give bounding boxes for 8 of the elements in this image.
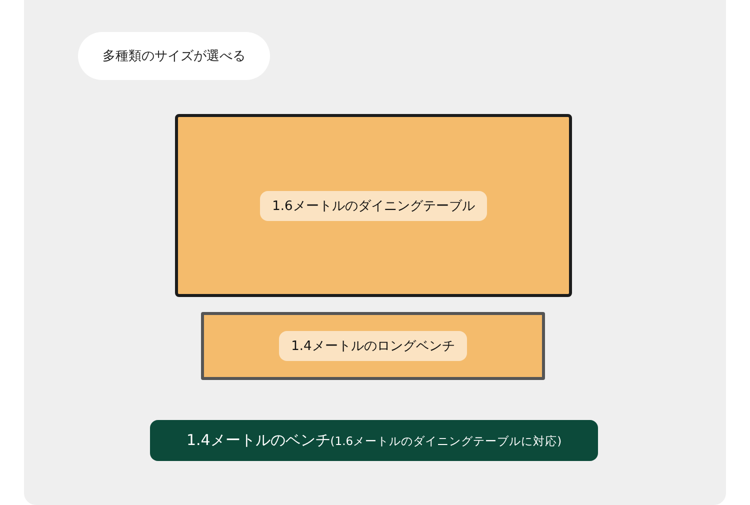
- size-label: 1.4メートルのロングベンチ: [279, 331, 467, 361]
- compatibility-note: (1.6メートルのダイニングテーブルに対応): [330, 434, 562, 449]
- heading-text: 多種類のサイズが選べる: [102, 48, 246, 65]
- size-label: 1.6メートルのダイニングテーブル: [260, 190, 487, 220]
- bench-box: [201, 312, 545, 380]
- table-box: [175, 114, 572, 297]
- caption-banner: [150, 420, 598, 461]
- product-name: 1.4メートルのベンチ: [186, 431, 330, 450]
